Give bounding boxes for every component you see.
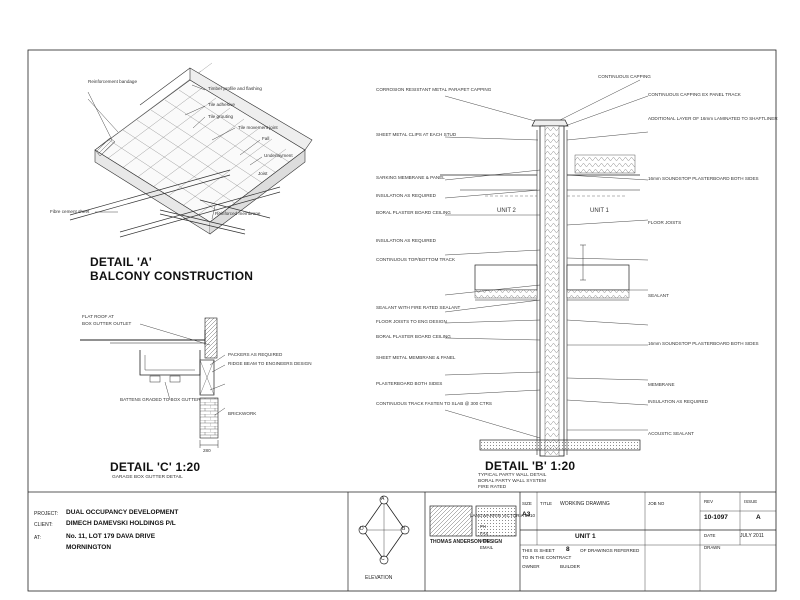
detail-a-note: Tile grouting bbox=[208, 114, 234, 119]
project-label: PROJECT: bbox=[34, 511, 59, 517]
detail-b-note: MEMBRANE bbox=[648, 382, 675, 387]
detail-b-caption: FIRE RATED bbox=[478, 485, 507, 490]
detail-b-note: SHEET METAL MEMBRANE & PANEL bbox=[376, 355, 456, 360]
detail-b-note: ACOUSTIC SEALANT bbox=[648, 431, 694, 436]
issue-letter: A bbox=[756, 514, 761, 521]
client-label: CLIENT: bbox=[34, 522, 53, 528]
firm-contact: PH bbox=[480, 524, 487, 529]
detail-b-caption: TYPICAL PARTY WALL DETAIL bbox=[478, 473, 547, 478]
detail-b-note: INSULATION AS REQUIRED bbox=[648, 399, 708, 404]
elevation-letter: C bbox=[381, 556, 385, 562]
detail-b-note: PLASTERBOARD BOTH SIDES bbox=[376, 381, 443, 386]
detail-a-note: Tile adhesive bbox=[208, 102, 235, 107]
sheet-size: A3 bbox=[522, 511, 531, 518]
elevation-letter: A bbox=[381, 496, 385, 502]
detail-c-note: FLAT ROOF AT bbox=[82, 314, 114, 319]
elevation-letter: B bbox=[402, 526, 406, 532]
firm-address: LANGWARRIN VICTORIA 3910 bbox=[470, 513, 536, 518]
unit-label: UNIT 2 bbox=[497, 208, 516, 214]
client-name: DIMECH DAMEVSKI HOLDINGS P/L bbox=[66, 520, 176, 527]
sheet-note: TO IN THE CONTRACT bbox=[522, 555, 572, 560]
firm-contact: FAX bbox=[480, 531, 489, 536]
detail-b-note: 16mm SOUNDSTOP PLASTERBOARD BOTH SIDES bbox=[648, 176, 759, 181]
detail-b-note: BORAL PLASTER BOARD CEILING bbox=[376, 210, 451, 215]
detail-b-note: CONTINUOUS TRACK FASTEN TO SLAB @ 300 CT… bbox=[376, 401, 492, 406]
detail-c-note: PACKERS AS REQUIRED bbox=[228, 352, 283, 357]
firm-contact: MOB bbox=[480, 538, 491, 543]
detail-c-note: BOX GUTTER OUTLET bbox=[82, 321, 132, 326]
detail-b-note: CONTINUOUS TOP/BOTTOM TRACK bbox=[376, 257, 456, 262]
title-block bbox=[347, 492, 776, 591]
drawn-label: DRAWN bbox=[704, 545, 721, 550]
sheet-note: THIS IS SHEET bbox=[522, 548, 555, 553]
detail-a-subtitle: BALCONY CONSTRUCTION bbox=[90, 269, 254, 283]
firm-name: THOMAS ANDERSON DESIGN bbox=[430, 539, 503, 545]
detail-c-dimension: 280 bbox=[203, 448, 211, 453]
detail-c-note: BATTENS GRADED TO BOX GUTTER bbox=[120, 397, 201, 402]
date-value: JULY 2011 bbox=[740, 533, 764, 539]
detail-b-note: INSULATION AS REQUIRED bbox=[376, 238, 436, 243]
title-label: TITLE bbox=[540, 501, 552, 506]
elevation-label: ELEVATION bbox=[365, 575, 393, 581]
detail-b-title: DETAIL 'B' 1:20 bbox=[485, 459, 576, 473]
detail-a-note: Tile movement joint bbox=[238, 125, 278, 130]
project-name: DUAL OCCUPANCY DEVELOPMENT bbox=[66, 509, 179, 516]
job-label: JOB NO bbox=[648, 501, 665, 506]
detail-b-note: SEALANT bbox=[648, 293, 669, 298]
firm-contact: EMAIL bbox=[480, 545, 494, 550]
detail-a-title: DETAIL 'A' bbox=[90, 255, 152, 269]
detail-b-note: INSULATION AS REQUIRED bbox=[376, 193, 436, 198]
sheet-border bbox=[27, 49, 777, 592]
detail-a-note: Underlayment bbox=[264, 153, 293, 158]
address-line-2: MORNINGTON bbox=[66, 544, 112, 551]
detail-b-caption: BORAL PARTY WALL SYSTEM bbox=[478, 479, 546, 484]
detail-b-note: 16mm SOUNDSTOP PLASTERBOARD BOTH SIDES bbox=[648, 341, 759, 346]
detail-b-note: CORROSION RESISTANT METAL PARAPET CAPPIN… bbox=[376, 87, 492, 92]
detail-b-note: CONTINUOUS CAPPING EX PANEL TRACK bbox=[648, 92, 741, 97]
detail-b-note: FLOOR JOISTS bbox=[648, 220, 682, 225]
detail-c-title: DETAIL 'C' 1:20 bbox=[110, 460, 201, 474]
elevation-letter: D bbox=[360, 526, 364, 532]
detail-b-note: BORAL PLASTER BOARD CEILING bbox=[376, 334, 451, 339]
detail-b-note: SARKING MEMBRANE & PANEL bbox=[376, 175, 445, 180]
detail-c-subtitle: GARAGE BOX GUTTER DETAIL bbox=[112, 475, 183, 480]
unit-name: UNIT 1 bbox=[575, 533, 596, 540]
issue-label: ISSUE bbox=[744, 499, 758, 504]
detail-b-note: FLOOR JOISTS TO ENG DESIGN bbox=[376, 319, 447, 324]
address-line-1: No. 11, LOT 179 DAVA DRIVE bbox=[66, 533, 156, 540]
sheet-note: BUILDER bbox=[560, 564, 580, 569]
detail-a-note: Fibre cement sheet bbox=[50, 209, 90, 214]
detail-c-note: RIDGE BEAM TO ENGINEERS DESIGN bbox=[228, 361, 312, 366]
drawing-title: WORKING DRAWING bbox=[560, 501, 610, 507]
sheet-number: 8 bbox=[566, 546, 570, 553]
job-number: 10-1097 bbox=[704, 514, 728, 521]
detail-c-drawing bbox=[80, 317, 226, 448]
sheet-note: OWNER bbox=[522, 564, 540, 569]
detail-b-drawing bbox=[440, 79, 649, 457]
detail-b-note: ADDITIONAL LAYER OF 16mm LAMINATED TO SH… bbox=[648, 116, 778, 121]
date-label: DATE bbox=[704, 533, 716, 538]
detail-a-note: Fall bbox=[262, 136, 270, 141]
detail-a-drawing bbox=[69, 62, 313, 238]
rev-label: REV bbox=[704, 499, 714, 504]
unit-label: UNIT 1 bbox=[590, 208, 609, 214]
address-label: AT: bbox=[34, 535, 41, 541]
detail-a-note: Reinforcement bandage bbox=[88, 79, 138, 84]
detail-c-note: BRICKWORK bbox=[228, 411, 257, 416]
detail-b-note: SHEET METAL CLIPS AT EACH STUD bbox=[376, 132, 457, 137]
sheet-note: OF DRAWINGS REFERRED bbox=[580, 548, 640, 553]
size-label: SIZE bbox=[522, 501, 532, 506]
detail-a-note: Joist bbox=[258, 171, 268, 176]
detail-b-note: CONTINUOUS CAPPING bbox=[598, 74, 651, 79]
detail-b-note: SEALANT WITH FIRE RATED SEALANT bbox=[376, 305, 461, 310]
detail-a-note: Timber profile and flashing bbox=[208, 86, 262, 91]
detail-a-note: Reinforced membrane bbox=[215, 211, 261, 216]
